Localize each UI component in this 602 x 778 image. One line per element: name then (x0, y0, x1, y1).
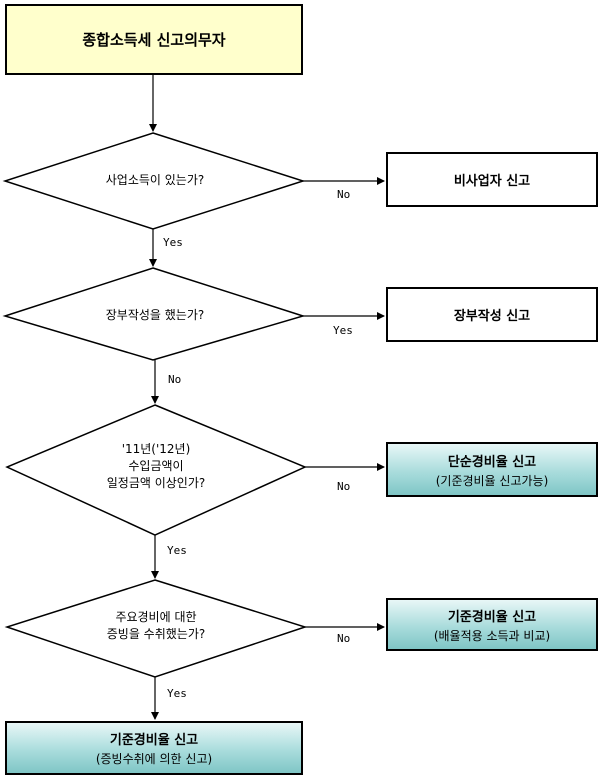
outcome-simple-rate: 단순경비율 신고 (기준경비율 신고가능) (386, 442, 598, 497)
decision-diamond-2 (2, 267, 306, 361)
outcome-standard-rate-receipts-sub: (증빙수취에 의한 신고) (95, 752, 213, 766)
edge-label-d1-no: No (337, 188, 351, 201)
decision-text-1: 사업소득이 있는가? (55, 172, 255, 189)
outcome-standard-rate-receipts-label: 기준경비율 신고 (109, 733, 199, 748)
edge-label-d3-no: No (337, 480, 351, 493)
decision-3-line-2: 수입금액이 (128, 459, 184, 473)
outcome-non-business-label: 비사업자 신고 (453, 174, 531, 189)
decision-text-2: 장부작성을 했는가? (55, 307, 255, 324)
edge-label-d4-yes: Yes (167, 687, 187, 700)
decision-text-3: '11년('12년) 수입금액이 일정금액 이상인가? (56, 441, 256, 492)
edge-label-d2-no: No (168, 373, 182, 386)
decision-4-line-2: 증빙을 수취했는가? (106, 627, 206, 641)
edge-label-d4-no: No (337, 632, 351, 645)
outcome-simple-rate-label: 단순경비율 신고 (447, 454, 537, 470)
decision-3-line-3: 일정금액 이상인가? (106, 476, 206, 490)
outcome-non-business: 비사업자 신고 (386, 152, 598, 207)
start-box: 종합소득세 신고의무자 (5, 4, 303, 75)
outcome-standard-rate-ratio-sub: (배율적용 소득과 비교) (433, 628, 551, 643)
outcome-standard-rate-receipts: 기준경비율 신고 (증빙수취에 의한 신고) (5, 721, 303, 775)
decision-text-4: 주요경비에 대한 증빙을 수취했는가? (56, 609, 256, 643)
edge-label-d1-yes: Yes (163, 236, 183, 249)
outcome-bookkeeping-label: 장부작성 신고 (453, 309, 531, 324)
edge-label-d2-yes: Yes (333, 324, 353, 337)
edge-label-d3-yes: Yes (167, 544, 187, 557)
decision-2-line-1: 장부작성을 했는가? (105, 308, 205, 322)
outcome-standard-rate-ratio-label: 기준경비율 신고 (447, 609, 537, 625)
outcome-simple-rate-sub: (기준경비율 신고가능) (435, 473, 549, 488)
decision-3-line-1: '11년('12년) (121, 442, 191, 456)
start-label: 종합소득세 신고의무자 (82, 31, 226, 49)
decision-4-line-1: 주요경비에 대한 (115, 610, 197, 624)
outcome-bookkeeping: 장부작성 신고 (386, 287, 598, 342)
decision-1-line-1: 사업소득이 있는가? (105, 173, 205, 187)
outcome-standard-rate-ratio: 기준경비율 신고 (배율적용 소득과 비교) (386, 598, 598, 651)
